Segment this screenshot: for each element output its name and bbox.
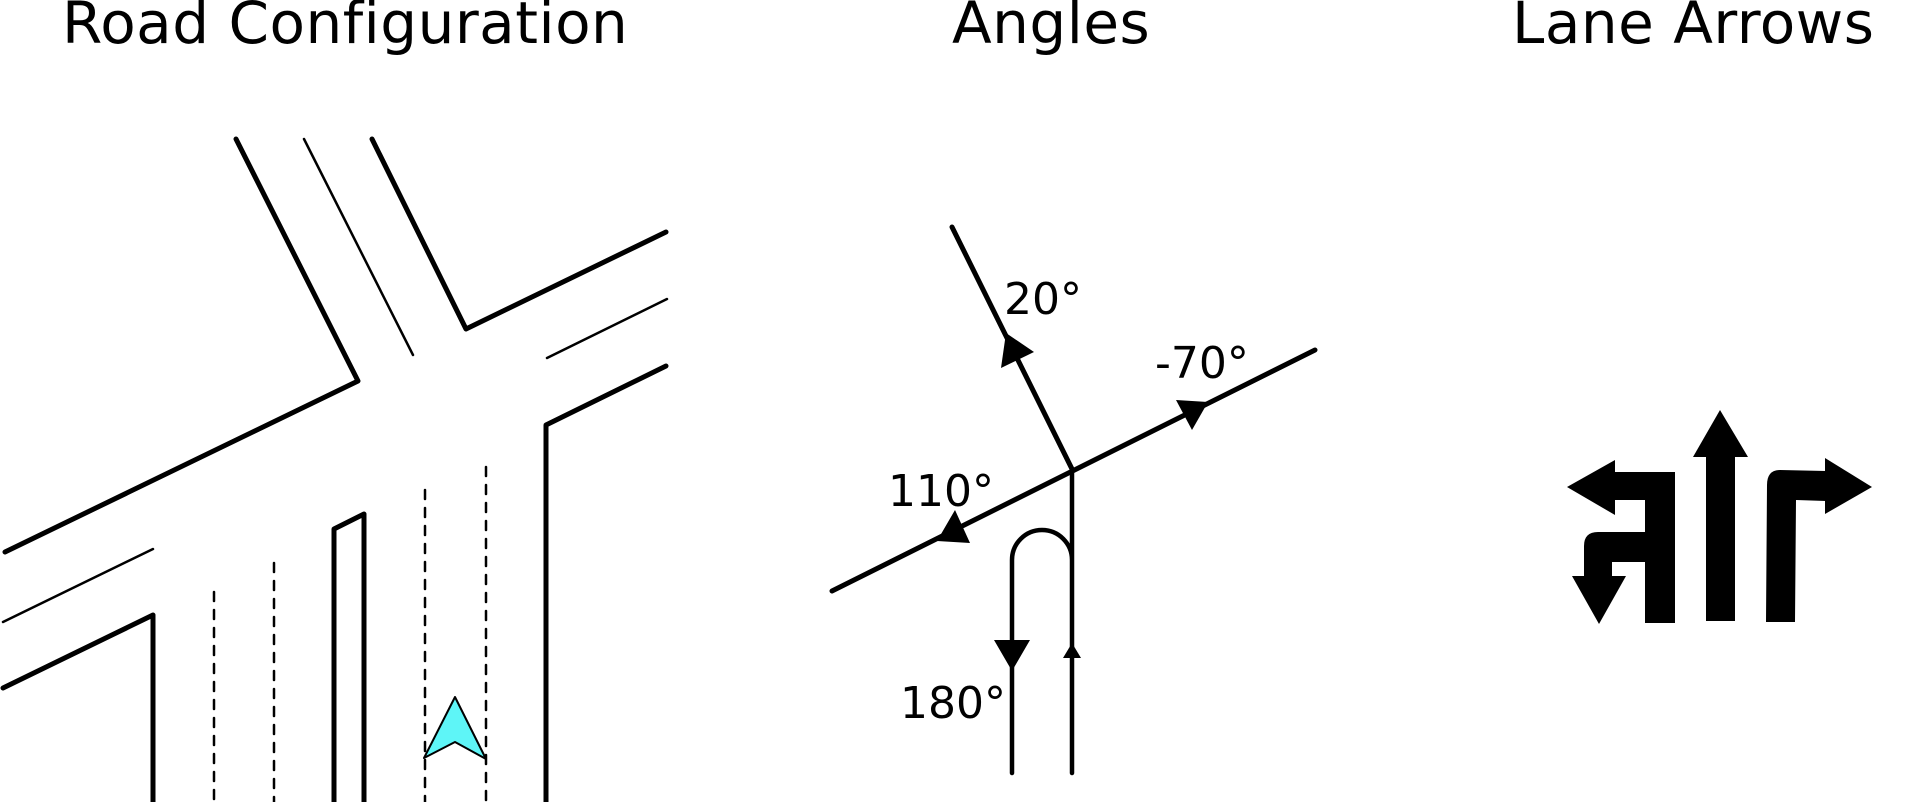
angle-label-minus-70: -70° bbox=[1155, 338, 1249, 389]
angles-diagram: 20° -70° 110° 180° bbox=[829, 224, 1318, 776]
road-edge-upper-left bbox=[2, 136, 361, 555]
angle-label-110: 110° bbox=[888, 466, 994, 517]
angle-label-20: 20° bbox=[1004, 274, 1082, 325]
road-edge-upper-right bbox=[369, 136, 669, 332]
angle-u-turn-path bbox=[1009, 466, 1075, 776]
arrowhead-east-icon bbox=[1176, 400, 1208, 430]
arrowhead-west-icon bbox=[937, 510, 970, 543]
right-turn-arrow-icon bbox=[1766, 458, 1872, 622]
lane-arrows-diagram bbox=[1567, 410, 1872, 624]
angle-label-180: 180° bbox=[900, 678, 1006, 729]
lane-arrows-title: Lane Arrows bbox=[1512, 0, 1875, 57]
road-centerline-west bbox=[1, 547, 155, 624]
road-edge-right bbox=[543, 363, 669, 802]
road-configuration-title: Road Configuration bbox=[62, 0, 629, 57]
road-edge-lower-left bbox=[0, 612, 156, 802]
median-island bbox=[331, 511, 367, 802]
road-centerline-north-west bbox=[302, 137, 415, 357]
angles-title: Angles bbox=[952, 0, 1151, 57]
road-configuration-diagram bbox=[0, 136, 669, 802]
arrowhead-down-icon bbox=[994, 640, 1030, 671]
arrowhead-north-west-icon bbox=[1001, 333, 1034, 368]
left-turn-and-left-u-arrow-icon bbox=[1567, 460, 1675, 624]
road-centerline-east bbox=[545, 297, 669, 360]
arrowhead-up-icon bbox=[1063, 643, 1081, 658]
navigation-arrow-icon bbox=[423, 696, 487, 760]
straight-arrow-icon bbox=[1693, 410, 1748, 621]
